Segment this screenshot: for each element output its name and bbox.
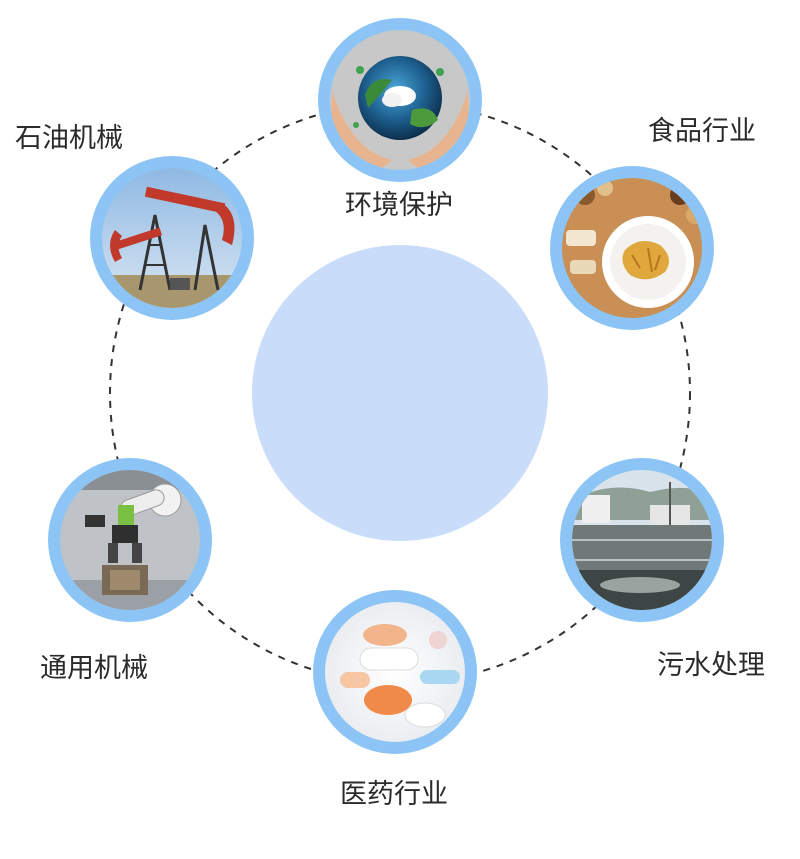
label-machinery: 通用机械 bbox=[40, 653, 148, 684]
pills-icon bbox=[325, 602, 465, 742]
node-machinery bbox=[48, 458, 212, 622]
label-environment: 环境保护 bbox=[345, 190, 453, 221]
label-oil: 石油机械 bbox=[15, 123, 123, 154]
robot-arm-icon bbox=[60, 470, 200, 610]
node-water bbox=[560, 458, 724, 622]
food-plate-icon bbox=[562, 178, 702, 318]
node-food bbox=[550, 166, 714, 330]
water-treatment-icon bbox=[572, 470, 712, 610]
node-oil bbox=[90, 156, 254, 320]
earth-in-hands-icon bbox=[330, 30, 470, 170]
center-circle bbox=[252, 245, 548, 541]
label-food: 食品行业 bbox=[648, 116, 756, 147]
dashed-connector-ring bbox=[109, 102, 691, 684]
node-medicine bbox=[313, 590, 477, 754]
node-environment bbox=[318, 18, 482, 182]
label-medicine: 医药行业 bbox=[340, 779, 448, 810]
label-water: 污水处理 bbox=[657, 650, 765, 681]
